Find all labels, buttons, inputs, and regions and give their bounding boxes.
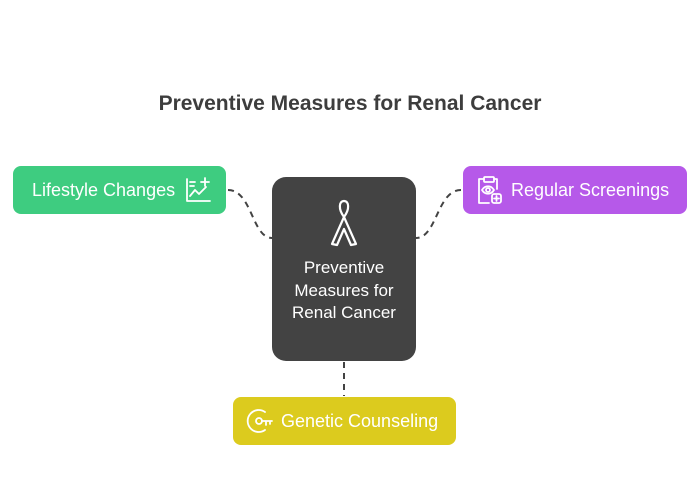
center-label: Preventive Measures for Renal Cancer xyxy=(292,258,396,322)
lifestyle-changes-label: Lifestyle Changes xyxy=(32,179,176,200)
diagram-title: Preventive Measures for Renal Cancer xyxy=(158,92,542,115)
dna-key-icon xyxy=(246,409,273,433)
center-node: Preventive Measures for Renal Cancer xyxy=(272,177,416,361)
clipboard-eye-icon xyxy=(478,176,502,204)
lifestyle-changes-node: Lifestyle Changes xyxy=(13,166,226,214)
connector-screenings xyxy=(415,189,462,239)
awareness-ribbon-icon xyxy=(330,199,358,247)
connector-lifestyle xyxy=(227,189,273,239)
chart-plus-icon xyxy=(186,177,211,202)
regular-screenings-node: Regular Screenings xyxy=(463,166,687,214)
genetic-counseling-node: Genetic Counseling xyxy=(233,397,456,445)
genetic-counseling-label: Genetic Counseling xyxy=(281,410,439,431)
regular-screenings-label: Regular Screenings xyxy=(511,179,670,200)
